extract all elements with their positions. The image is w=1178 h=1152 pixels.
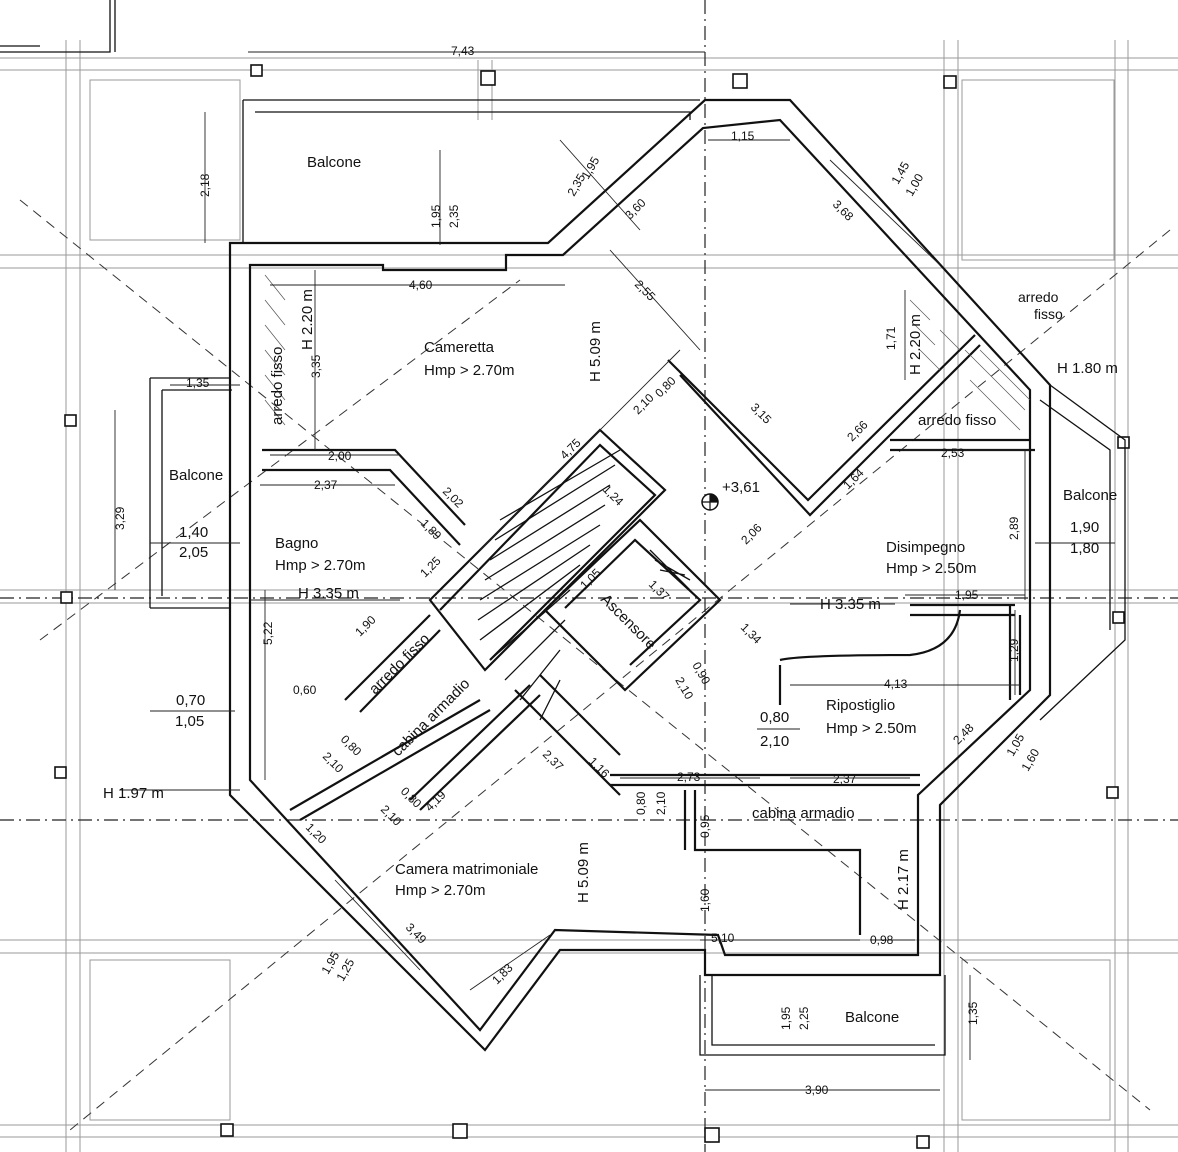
dim-1-95-a: 1,95 xyxy=(429,204,443,228)
room-label-fisso-top: fisso xyxy=(1034,306,1063,322)
height-label-1-97: H 1.97 m xyxy=(103,785,164,802)
room-label-cameretta: Cameretta xyxy=(424,339,495,356)
dim-1-90-r: 1,90 xyxy=(1070,519,1099,536)
room-label-balcone-bottom: Balcone xyxy=(845,1009,899,1026)
dim-0-80-d: 0,80 xyxy=(634,791,648,815)
room-hmp-disimpegno: Hmp > 2.50m xyxy=(886,560,976,577)
room-label-ripostiglio: Ripostiglio xyxy=(826,697,895,714)
columns xyxy=(54,64,1130,1149)
dim-2-73: 2,73 xyxy=(677,770,701,784)
room-label-cabina-armadio-right: cabina armadio xyxy=(752,805,855,822)
height-label-3-35-right: H 3.35 m xyxy=(820,596,881,613)
room-hmp-bagno: Hmp > 2.70m xyxy=(275,557,365,574)
room-label-bagno: Bagno xyxy=(275,535,318,552)
dim-2-05: 2,05 xyxy=(179,544,208,561)
height-label-1-80: H 1.80 m xyxy=(1057,360,1118,377)
dim-1-95-c: 1,95 xyxy=(955,588,979,602)
dim-1-29: 1,29 xyxy=(1007,638,1021,662)
dim-1-05-b: 1,05 xyxy=(175,713,204,730)
dim-0-70: 0,70 xyxy=(176,692,205,709)
dim-7-43: 7,43 xyxy=(451,44,475,58)
dashed-diagonals xyxy=(19,199,1171,1131)
room-label-arredo-fisso-right: arredo fisso xyxy=(918,412,996,429)
dimension-lines xyxy=(114,51,1030,1091)
dim-2-00: 2,00 xyxy=(328,449,352,463)
room-label-balcone-top: Balcone xyxy=(307,154,361,171)
dim-3-29: 3,29 xyxy=(113,506,127,530)
dim-0-80-b: 0,80 xyxy=(760,709,789,726)
level-label: +3,61 xyxy=(722,479,760,496)
dim-1-71: 1,71 xyxy=(884,326,898,350)
dim-2-37-c: 2,37 xyxy=(833,772,857,786)
room-label-arredo-fisso-left: arredo fisso xyxy=(269,347,286,425)
outer-walls xyxy=(149,98,1126,1056)
height-label-3-35-left: H 3.35 m xyxy=(298,585,359,602)
dim-1-80-r: 1,80 xyxy=(1070,540,1099,557)
height-label-2-20-right: H 2.20 m xyxy=(907,314,924,375)
dim-2-37-a: 2,37 xyxy=(314,478,338,492)
dim-0-95: 0,95 xyxy=(698,814,712,838)
dim-2-89: 2,89 xyxy=(1007,516,1021,540)
dim-5-22: 5,22 xyxy=(261,621,275,645)
room-label-disimpegno: Disimpegno xyxy=(886,539,965,556)
dim-1-35-bottom: 1,35 xyxy=(966,1001,980,1025)
dim-3-35: 3,35 xyxy=(309,354,323,378)
dim-2-53: 2,53 xyxy=(941,446,965,460)
staircase xyxy=(477,449,691,721)
dim-4-60: 4,60 xyxy=(409,278,433,292)
arredo-fisso-hatching xyxy=(264,274,1031,431)
dim-3-90: 3,90 xyxy=(805,1083,829,1097)
height-label-5-09-top: H 5.09 m xyxy=(587,321,604,382)
top-frame xyxy=(0,0,116,53)
structural-grid xyxy=(0,40,1178,1152)
dim-1-40: 1,40 xyxy=(179,524,208,541)
dim-1-60-b: 1,60 xyxy=(698,888,712,912)
level-marker xyxy=(701,493,719,511)
room-hmp-ripostiglio: Hmp > 2.50m xyxy=(826,720,916,737)
dim-2-25: 2,25 xyxy=(797,1006,811,1030)
dim-5-10: 5,10 xyxy=(711,931,735,945)
fraction-bars xyxy=(150,542,1115,730)
room-hmp-cameretta: Hmp > 2.70m xyxy=(424,362,514,379)
dim-0-98: 0,98 xyxy=(870,933,894,947)
internal-walls xyxy=(262,334,1035,935)
dim-0-60: 0,60 xyxy=(293,683,317,697)
dim-1-95-e: 1,95 xyxy=(779,1006,793,1030)
height-label-2-17: H 2.17 m xyxy=(895,849,912,910)
dim-2-10-c: 2,10 xyxy=(760,733,789,750)
height-label-5-09-bottom: H 5.09 m xyxy=(575,842,592,903)
dim-1-35-left: 1,35 xyxy=(186,376,210,390)
room-label-balcone-right: Balcone xyxy=(1063,487,1117,504)
dim-2-35-a: 2,35 xyxy=(447,204,461,228)
room-hmp-camera: Hmp > 2.70m xyxy=(395,882,485,899)
room-label-arredo-top: arredo xyxy=(1018,289,1059,305)
dim-2-10-e: 2,10 xyxy=(654,791,668,815)
dim-1-15: 1,15 xyxy=(731,129,755,143)
dim-2-18: 2,18 xyxy=(198,173,212,197)
height-label-2-20-left: H 2.20 m xyxy=(299,289,316,350)
dim-4-13: 4,13 xyxy=(884,677,908,691)
room-label-camera: Camera matrimoniale xyxy=(395,861,538,878)
room-label-balcone-left: Balcone xyxy=(169,467,223,484)
